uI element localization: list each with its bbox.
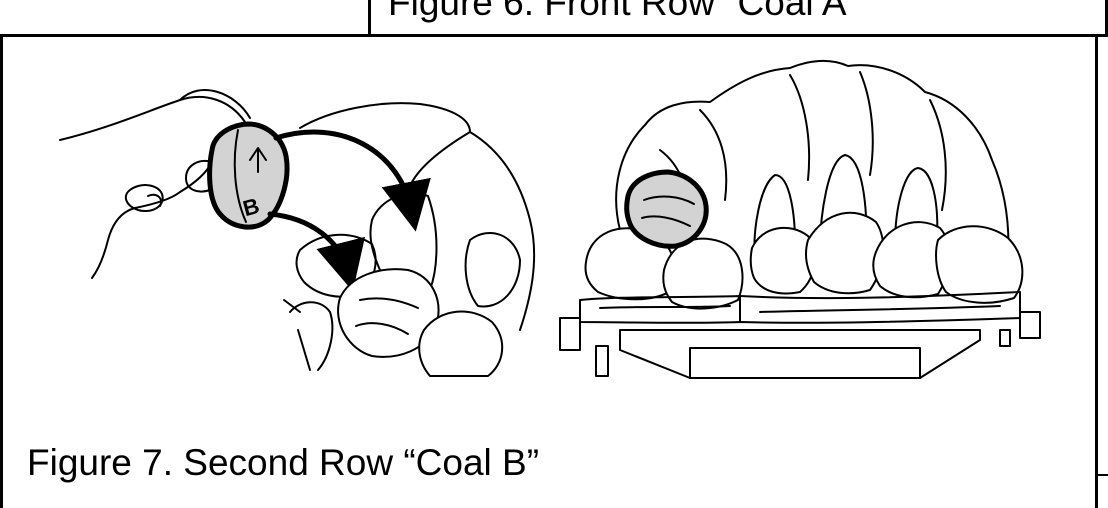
- front-coal-2: [419, 312, 502, 376]
- back-rock-detail-1: [700, 110, 726, 200]
- front-row-coal-2: [663, 239, 742, 309]
- grate-leg-right: [1000, 330, 1010, 346]
- grate-pan-inner: [690, 348, 920, 378]
- background-log-top: [300, 103, 470, 186]
- front-row-coal-3: [751, 228, 815, 294]
- hand-placing-coal-illustration: B: [60, 90, 534, 376]
- hand-thumb: [126, 185, 163, 211]
- coal-b-placed: [627, 172, 707, 246]
- grate-leg-left: [596, 346, 608, 376]
- fireplace-log-set-illustration: [560, 61, 1040, 378]
- back-rock-detail-3: [860, 72, 873, 175]
- placement-arrow-upper: [276, 132, 412, 212]
- figure-caption: Figure 7. Second Row “Coal B”: [27, 442, 539, 484]
- back-rock-detail-2: [790, 75, 809, 180]
- front-coal-3: [290, 302, 332, 370]
- previous-figure-caption: Figure 6. Front Row “Coal A”: [388, 0, 859, 24]
- background-rock-right: [466, 233, 520, 307]
- grate-right-bracket: [1020, 312, 1040, 338]
- front-row-coal-6: [936, 226, 1022, 303]
- grate-pan: [620, 330, 980, 378]
- back-rock-detail-4: [930, 100, 946, 210]
- base-tray-lines: [600, 306, 1000, 312]
- grate-left-bracket: [560, 318, 580, 350]
- front-log-base: [284, 300, 310, 370]
- front-row-coal-4: [806, 213, 883, 294]
